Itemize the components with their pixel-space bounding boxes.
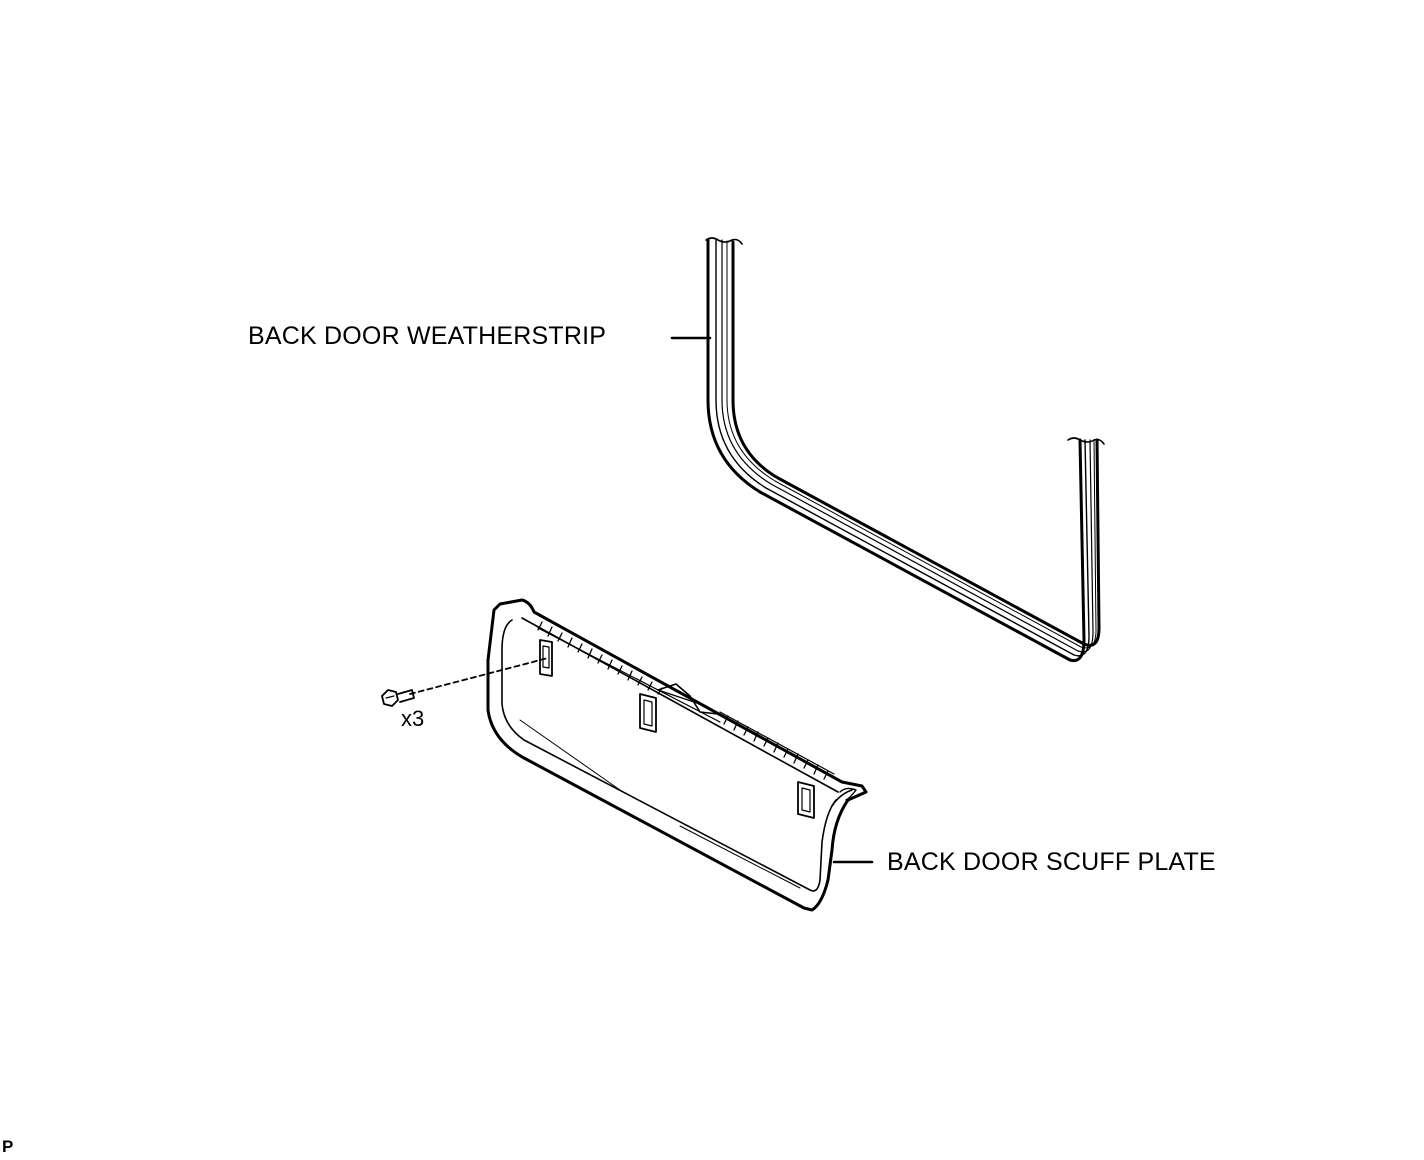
weatherstrip-label: BACK DOOR WEATHERSTRIP bbox=[248, 322, 607, 350]
clip-icon bbox=[381, 689, 415, 707]
quantity-label: x3 bbox=[401, 706, 425, 731]
scuff-plate-ribs-right bbox=[723, 715, 829, 780]
weatherstrip-part bbox=[705, 237, 1105, 663]
corner-code: P bbox=[2, 1137, 14, 1156]
scuff-plate-label: BACK DOOR SCUFF PLATE bbox=[887, 848, 1216, 876]
scuff-plate-part bbox=[486, 598, 868, 912]
clip-pocket-3 bbox=[797, 781, 815, 819]
installation-dashed-line bbox=[409, 657, 549, 695]
clip-pocket-2 bbox=[639, 693, 657, 733]
scuff-plate-ribs-left bbox=[537, 621, 663, 695]
